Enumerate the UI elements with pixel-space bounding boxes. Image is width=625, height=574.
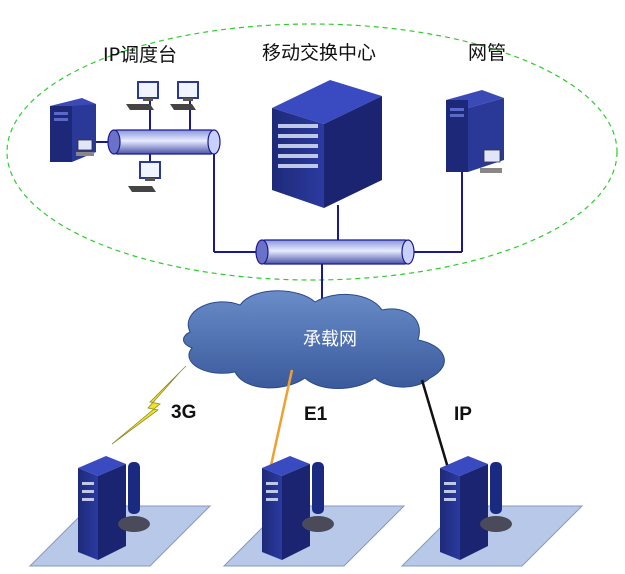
dispatch-server-icon bbox=[50, 98, 96, 162]
switching-center-icon bbox=[272, 80, 382, 208]
ip-link bbox=[420, 379, 450, 469]
core-zone-boundary bbox=[6, 23, 618, 281]
base-station-icon-ip bbox=[400, 456, 584, 567]
core-switch-icon bbox=[255, 239, 415, 265]
network-management-label: 网管 bbox=[468, 42, 506, 64]
bearer-network-label: 承载网 bbox=[303, 329, 357, 350]
workstation-icon-2 bbox=[170, 81, 199, 110]
link-3g-label: 3G bbox=[171, 402, 196, 423]
base-station-icon-3g bbox=[28, 456, 212, 567]
ip-dispatch-label: IP调度台 bbox=[103, 44, 177, 66]
core-links bbox=[94, 100, 463, 300]
dispatch-switch-icon bbox=[107, 129, 221, 155]
lightning-bolt-icon bbox=[111, 365, 187, 445]
workstation-icon-3 bbox=[128, 161, 161, 192]
link-e1-label: E1 bbox=[304, 404, 328, 425]
e1-link bbox=[268, 369, 294, 471]
base-station-icon-e1 bbox=[222, 456, 406, 567]
mobile-switching-center-label: 移动交换中心 bbox=[262, 42, 376, 64]
bearer-network-cloud-icon: 承载网 bbox=[183, 290, 445, 389]
management-server-icon bbox=[446, 90, 504, 173]
workstation-icon-1 bbox=[126, 81, 159, 110]
link-ip-label: IP bbox=[454, 404, 472, 425]
